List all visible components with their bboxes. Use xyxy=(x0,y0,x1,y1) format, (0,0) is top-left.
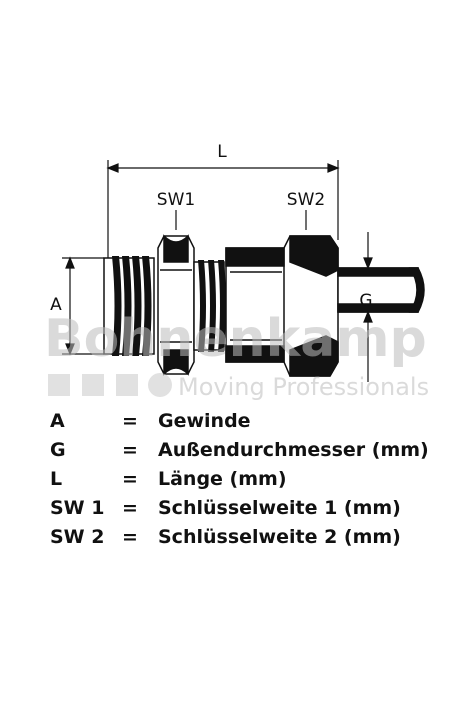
legend-equals: = xyxy=(122,525,138,548)
thread-ridges xyxy=(112,256,152,356)
legend-row-length: L = Länge (mm) xyxy=(50,464,470,493)
legend: A = Gewinde G = Außendurchmesser (mm) L … xyxy=(50,406,470,551)
legend-equals: = xyxy=(122,409,138,432)
legend-description: Schlüsselweite 1 (mm) xyxy=(158,496,401,519)
watermark-tagline: Moving Professionals xyxy=(178,373,429,401)
wrench-size-1-label: SW1 xyxy=(157,190,195,210)
middle-thread-ridges xyxy=(198,260,226,352)
watermark-square-3 xyxy=(116,374,138,396)
legend-row-wrench-2: SW 2 = Schlüsselweite 2 (mm) xyxy=(50,522,470,551)
thread-dimension xyxy=(62,256,104,356)
legend-row-outer-diameter: G = Außendurchmesser (mm) xyxy=(50,435,470,464)
watermark-square-2 xyxy=(82,374,104,396)
outer-diameter-dimension xyxy=(363,232,373,382)
watermark-square-1 xyxy=(48,374,70,396)
legend-row-wrench-1: SW 1 = Schlüsselweite 1 (mm) xyxy=(50,493,470,522)
legend-symbol: G xyxy=(50,438,66,461)
legend-equals: = xyxy=(122,467,138,490)
wrench-size-2-label: SW2 xyxy=(287,190,325,210)
legend-symbol: A xyxy=(50,409,65,432)
length-label: L xyxy=(217,142,227,162)
watermark: Bohnenkamp Moving Professionals xyxy=(44,309,429,401)
legend-description: Länge (mm) xyxy=(158,467,287,490)
legend-symbol: L xyxy=(50,467,63,490)
watermark-brand: Bohnenkamp xyxy=(44,309,427,369)
legend-description: Schlüsselweite 2 (mm) xyxy=(158,525,401,548)
legend-equals: = xyxy=(122,438,138,461)
outer-diameter-label: G xyxy=(359,291,372,311)
legend-row-thread: A = Gewinde xyxy=(50,406,470,435)
watermark-circle xyxy=(148,373,172,397)
length-dimension xyxy=(106,160,340,258)
legend-description: Gewinde xyxy=(158,409,251,432)
legend-equals: = xyxy=(122,496,138,519)
legend-symbol: SW 2 xyxy=(50,525,105,548)
legend-description: Außendurchmesser (mm) xyxy=(158,438,429,461)
thread-label: A xyxy=(50,295,62,315)
legend-symbol: SW 1 xyxy=(50,496,105,519)
fitting-body xyxy=(103,234,425,377)
